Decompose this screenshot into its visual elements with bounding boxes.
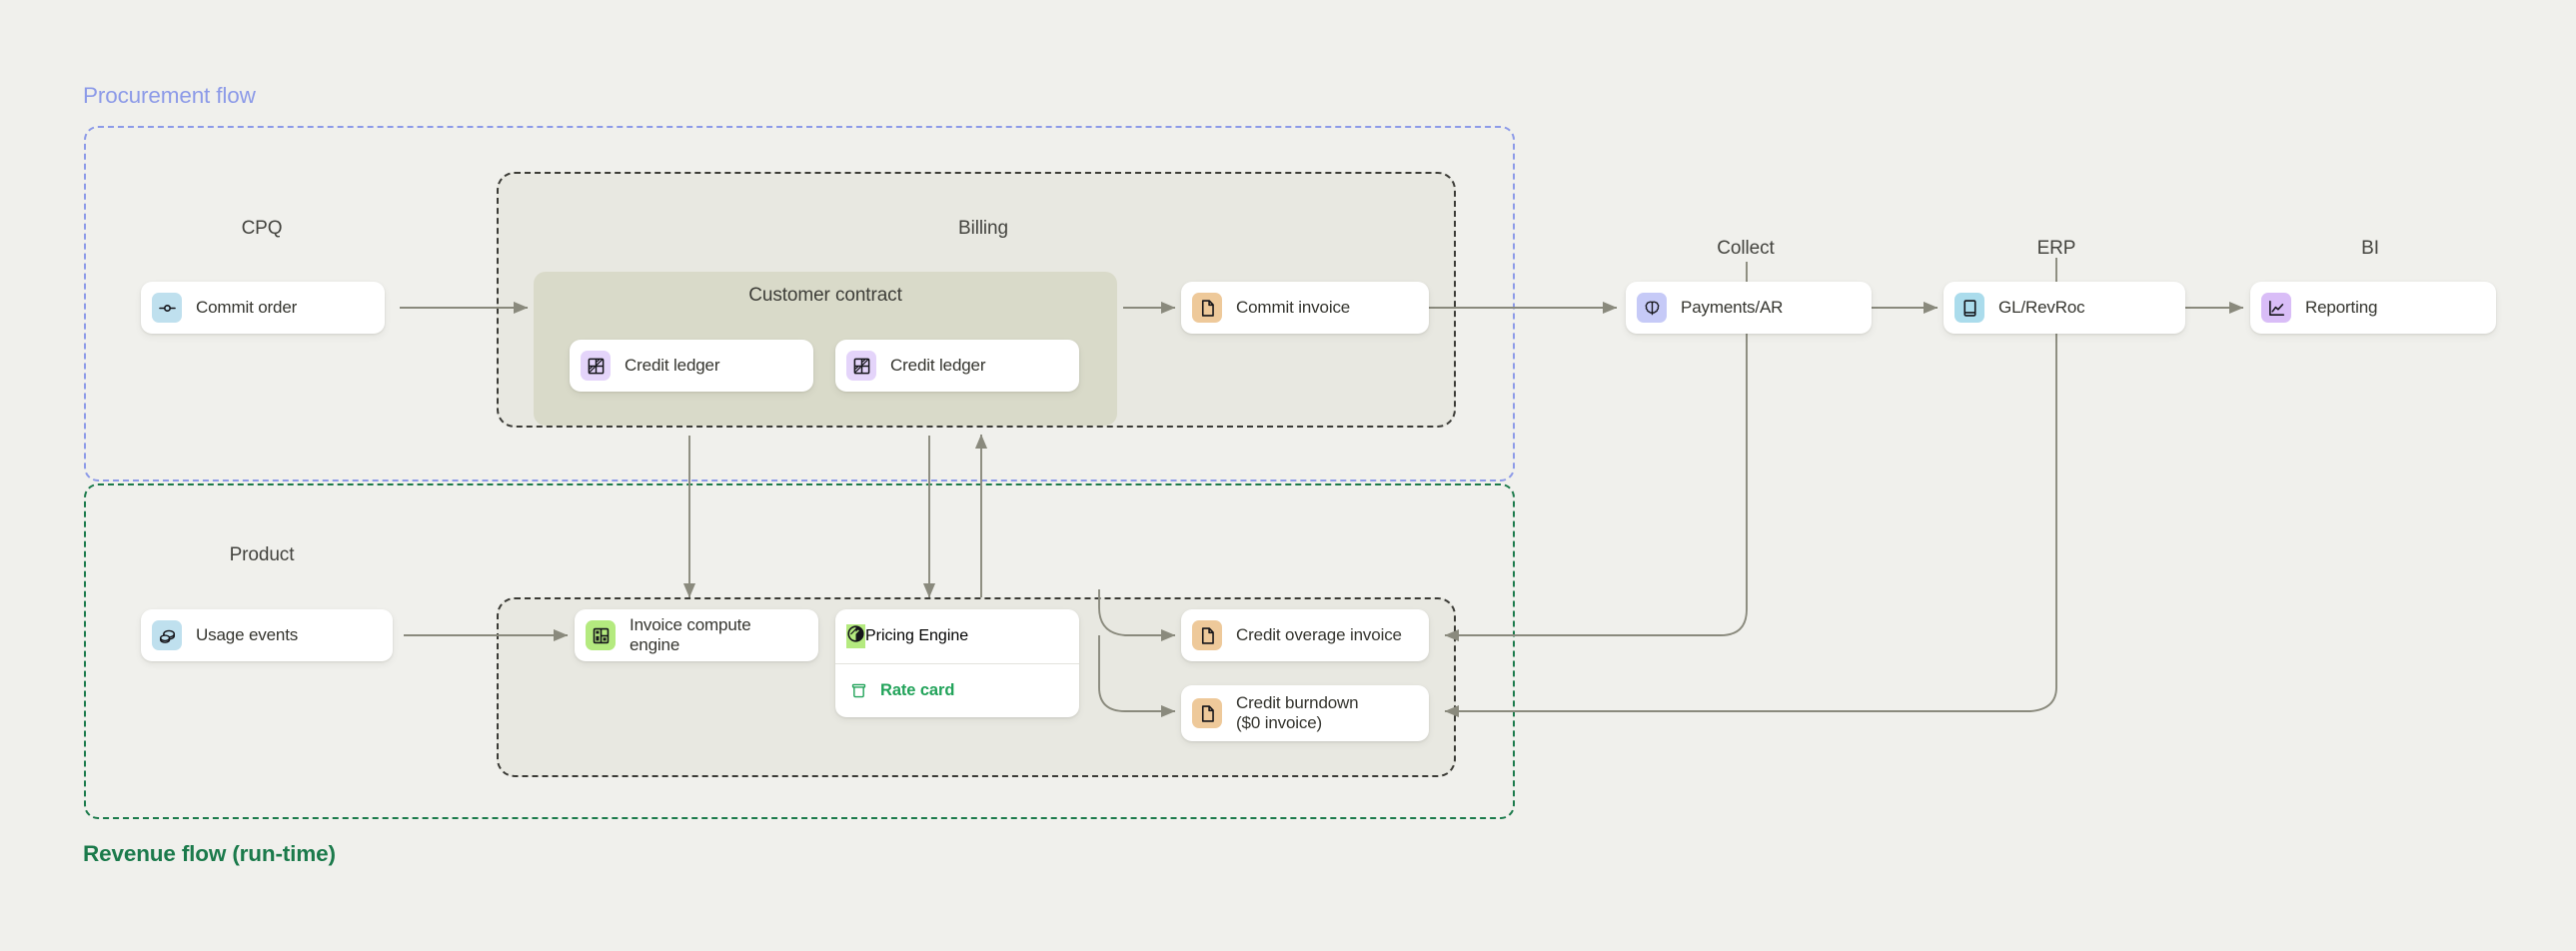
column-label-cpq: CPQ [241, 218, 283, 239]
node-pricing-engine-stack[interactable]: Pricing Engine Rate card [835, 609, 1079, 717]
node-invoice-compute-engine[interactable]: Invoice compute engine [575, 609, 818, 661]
node-credit-ledger-2[interactable]: Credit ledger [835, 340, 1079, 392]
node-commit-invoice[interactable]: Commit invoice [1181, 282, 1429, 334]
column-label-billing: Billing [958, 218, 1008, 239]
node-commit-order[interactable]: Commit order [141, 282, 385, 334]
line-chart-icon [2261, 293, 2291, 323]
column-label-bi: BI [2361, 238, 2379, 259]
ledger-grid-icon [846, 351, 876, 381]
coins-icon [152, 620, 182, 650]
column-label-collect: Collect [1717, 238, 1775, 259]
node-usage-events[interactable]: Usage events [141, 609, 393, 661]
node-reporting[interactable]: Reporting [2250, 282, 2496, 334]
column-label-erp: ERP [2036, 238, 2076, 259]
ledger-grid-icon [581, 351, 611, 381]
customer-contract-title: Customer contract [748, 285, 902, 306]
node-label: GL/RevRoc [1998, 297, 2085, 317]
node-label: Pricing Engine [865, 627, 969, 644]
card-box-icon [850, 682, 867, 699]
node-label: Payments/AR [1681, 297, 1784, 317]
commit-node-icon [152, 293, 182, 323]
node-credit-overage-invoice[interactable]: Credit overage invoice [1181, 609, 1429, 661]
compute-grid-icon [586, 620, 616, 650]
node-gl-revroc[interactable]: GL/RevRoc [1943, 282, 2185, 334]
lane-title-procurement-flow: Procurement flow [83, 83, 256, 108]
node-credit-burndown[interactable]: Credit burndown ($0 invoice) [1181, 685, 1429, 741]
node-payments-ar[interactable]: Payments/AR [1626, 282, 1872, 334]
brain-icon [1637, 293, 1667, 323]
document-icon [1192, 698, 1222, 728]
node-pricing-engine[interactable]: Pricing Engine [835, 609, 1079, 663]
node-label: Invoice compute engine [630, 614, 751, 654]
lane-title-revenue-flow: Revenue flow (run-time) [83, 841, 336, 866]
book-icon [1954, 293, 1984, 323]
document-icon [1192, 620, 1222, 650]
stack-divider [835, 663, 1079, 664]
node-label: Credit burndown ($0 invoice) [1236, 692, 1359, 732]
node-label: Commit order [196, 297, 298, 317]
node-label: Credit ledger [625, 355, 720, 375]
node-credit-ledger-1[interactable]: Credit ledger [570, 340, 813, 392]
node-label: Reporting [2305, 297, 2378, 317]
rate-card-label: Rate card [880, 681, 955, 699]
node-label: Credit overage invoice [1236, 624, 1402, 644]
document-icon [1192, 293, 1222, 323]
node-label: Usage events [196, 624, 299, 644]
node-label: Commit invoice [1236, 297, 1351, 317]
column-label-product: Product [229, 544, 295, 565]
gauge-icon [846, 624, 865, 648]
node-rate-card[interactable]: Rate card [835, 664, 1079, 717]
node-label: Credit ledger [890, 355, 986, 375]
